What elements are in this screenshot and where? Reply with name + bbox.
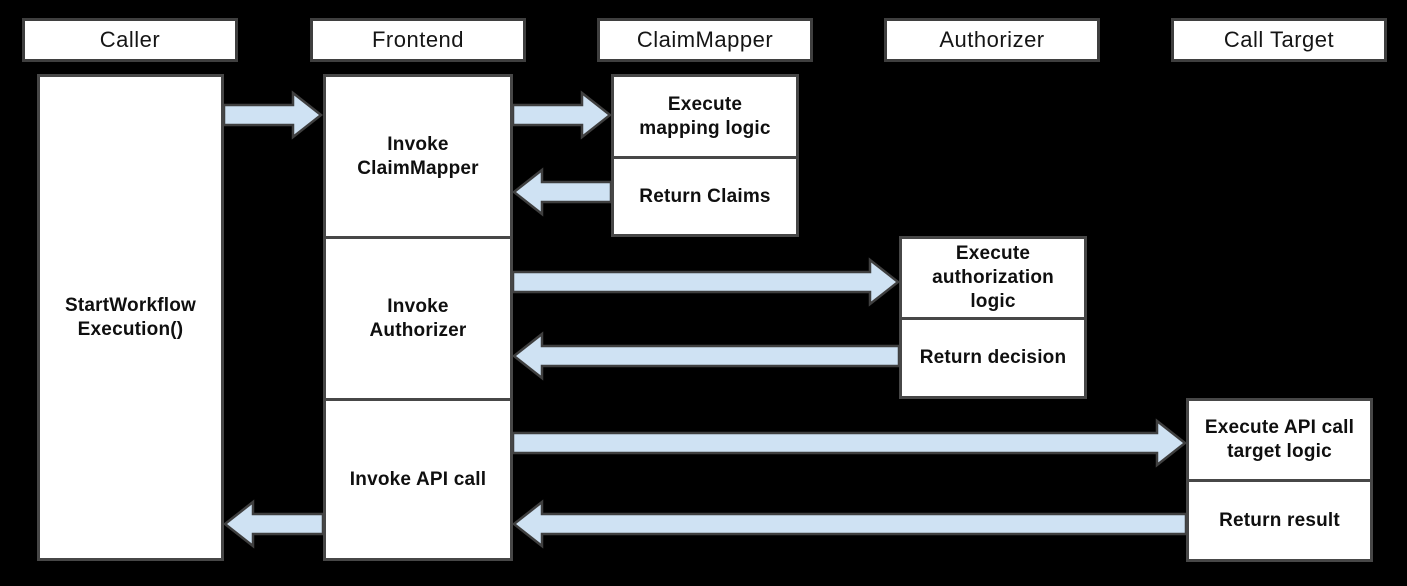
- message-arrow-call-target-to-frontend: [511, 499, 1188, 549]
- activation-invoke-api-call: Invoke API call: [323, 398, 513, 561]
- lane-header-authorizer: Authorizer: [884, 18, 1100, 62]
- activation-return-result: Return result: [1186, 479, 1373, 562]
- activation-return-decision: Return decision: [899, 317, 1087, 399]
- message-arrow-frontend-to-claimmapper: [511, 90, 613, 140]
- message-arrow-caller-to-frontend: [222, 90, 324, 140]
- activation-startworkflowexecution: StartWorkflow Execution(): [37, 74, 224, 561]
- lane-header-caller: Caller: [22, 18, 238, 62]
- activation-invoke-claimmapper: Invoke ClaimMapper: [323, 74, 513, 239]
- activation-execute-api-call-target-logic: Execute API call target logic: [1186, 398, 1373, 482]
- activation-return-claims: Return Claims: [611, 156, 799, 237]
- message-arrow-frontend-to-caller: [222, 499, 325, 549]
- message-arrow-frontend-to-authorizer: [511, 257, 901, 307]
- lane-header-claimmapper: ClaimMapper: [597, 18, 813, 62]
- message-arrow-authorizer-to-frontend: [511, 331, 901, 381]
- activation-invoke-authorizer: Invoke Authorizer: [323, 236, 513, 401]
- activation-execute-authorization-logic: Execute authorization logic: [899, 236, 1087, 320]
- lane-header-call-target: Call Target: [1171, 18, 1387, 62]
- message-arrow-claimmapper-to-frontend: [511, 167, 613, 217]
- lane-header-frontend: Frontend: [310, 18, 526, 62]
- message-arrow-frontend-to-call-target: [511, 418, 1188, 468]
- activation-execute-mapping-logic: Execute mapping logic: [611, 74, 799, 159]
